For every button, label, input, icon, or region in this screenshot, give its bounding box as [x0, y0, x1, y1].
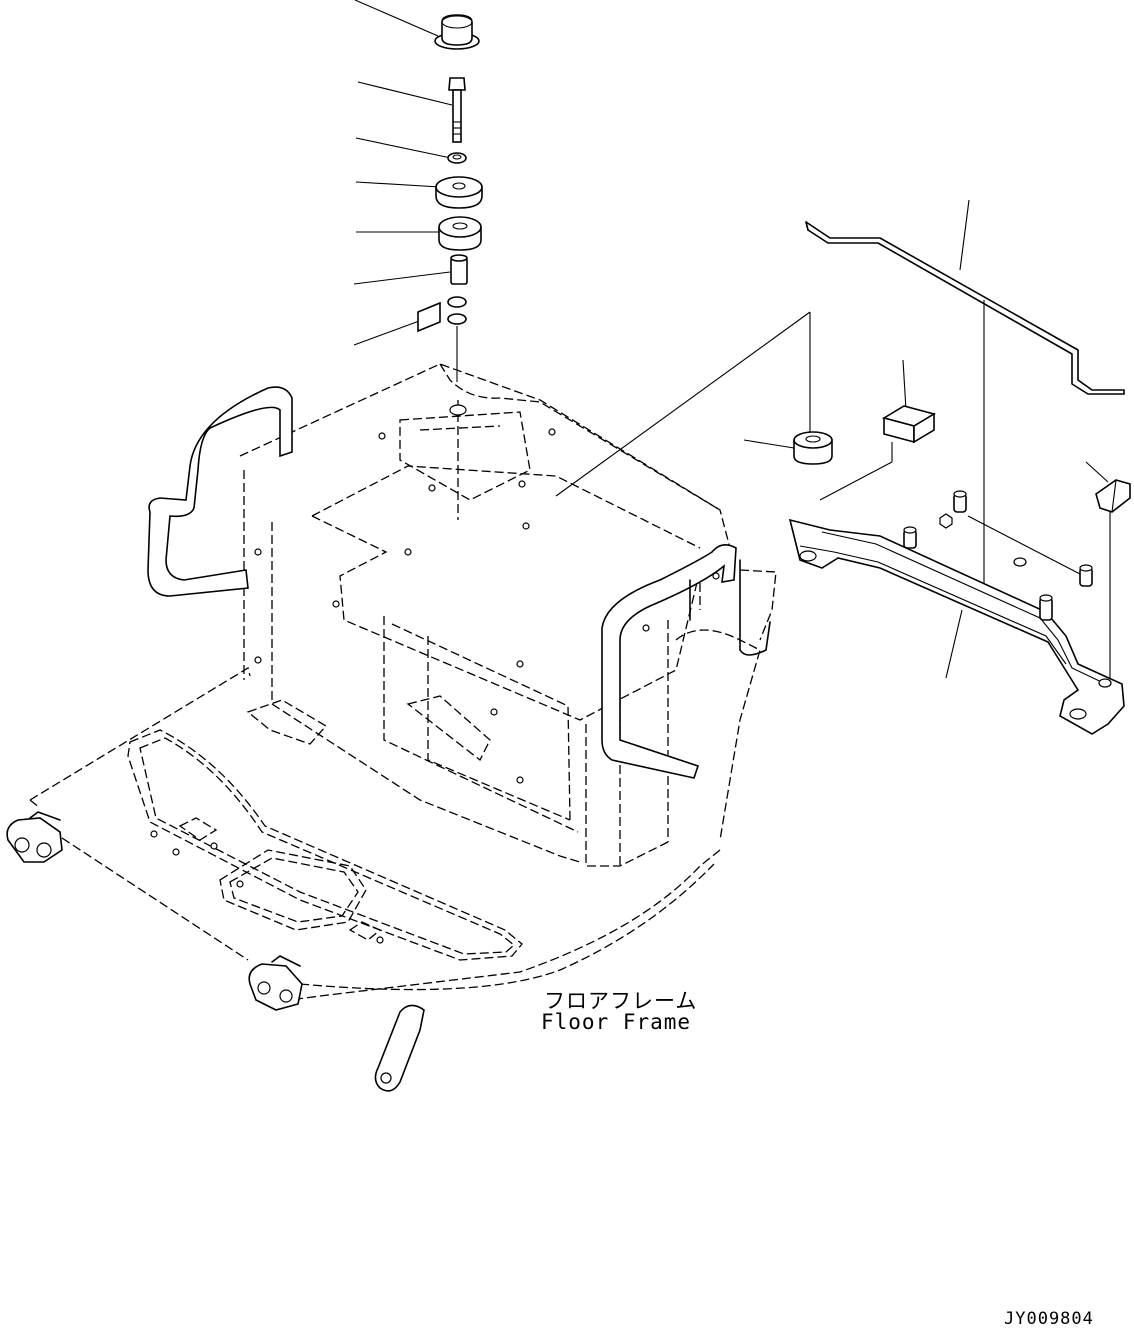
lever-arm: [374, 1004, 425, 1092]
wedge-block-part: [1095, 479, 1131, 513]
hinge-center: [248, 955, 303, 1011]
drawing-number: JY009804: [1004, 1309, 1094, 1329]
lower-cushion-part: [438, 216, 482, 251]
cap-part: [434, 14, 480, 50]
shim-part: [417, 296, 467, 333]
leader-lines: [353, 0, 1111, 690]
bolt-part: [448, 77, 466, 143]
collar-part: [450, 254, 468, 285]
wire-harness-part: [805, 221, 1125, 395]
spacer-part: [793, 431, 833, 465]
hinge-left: [6, 811, 63, 863]
rubber-block-part: [881, 405, 937, 444]
mounting-holes: [150, 404, 720, 944]
bracket-plate-part: [788, 442, 1125, 735]
floor-frame-label-jp: フロアフレーム: [544, 989, 698, 1013]
upper-cushion-part: [435, 176, 483, 209]
washer-part: [447, 152, 467, 164]
floor-frame: [6, 363, 777, 1092]
floor-frame-label-en: Floor Frame: [541, 1010, 692, 1034]
